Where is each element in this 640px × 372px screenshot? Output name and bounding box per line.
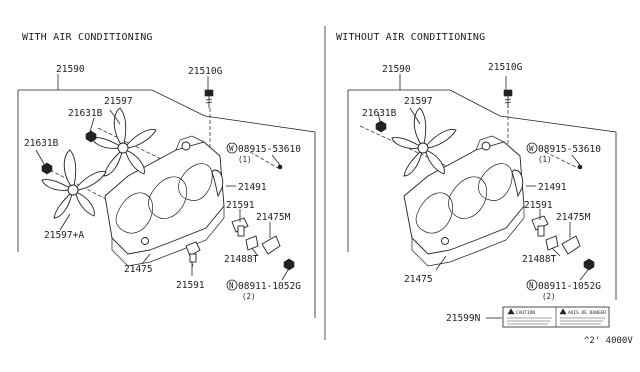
nut-21631b-upper <box>85 130 97 143</box>
label-08911-right: 08911-1052G <box>538 281 601 292</box>
label-21591-right: 21591 <box>524 200 553 211</box>
label-21475-right: 21475 <box>404 274 433 285</box>
label-21597-left: 21597 <box>104 96 133 107</box>
label-21491-right: 21491 <box>538 182 567 193</box>
label-21510g-left: 21510G <box>188 66 223 77</box>
nut-21631b-lower <box>41 162 53 175</box>
label-21631b-right: 21631B <box>362 108 397 119</box>
warning-triangle-icon-fr <box>559 308 567 315</box>
bracket-21491-right <box>511 169 524 198</box>
left-assembly <box>17 74 316 318</box>
label-21591-upper-left: 21591 <box>226 200 255 211</box>
label-08915-left: 08915-53610 <box>238 144 301 155</box>
centerline-fan-upper <box>97 127 201 179</box>
label-21597-right: 21597 <box>404 96 433 107</box>
w-prefix-badge-left <box>226 142 238 154</box>
label-21599n: 21599N <box>446 313 481 324</box>
clip-21591-lower-left <box>185 241 201 257</box>
label-21475m-right: 21475M <box>556 212 591 223</box>
diagram-code: ^2' 4000V <box>584 336 633 346</box>
label-21590-right: 21590 <box>382 64 411 75</box>
caution-word-right: AVIS DE DANGER <box>568 310 606 316</box>
label-21475-left: 21475 <box>124 264 153 275</box>
nut-08911-right <box>583 258 595 271</box>
n-prefix-left: N <box>229 281 234 290</box>
bolt-21510g-left <box>204 89 214 108</box>
left-section-title: WITH AIR CONDITIONING <box>22 32 153 43</box>
w-prefix-right: W <box>529 144 534 153</box>
label-08915-qty-left: (1) <box>238 155 252 164</box>
label-21491-left: 21491 <box>238 182 267 193</box>
right-frame-top <box>348 89 617 300</box>
washer-08915-right <box>577 164 583 170</box>
fan-shroud-left <box>104 141 225 255</box>
fan-upper-left <box>91 107 157 177</box>
nut-08911-left <box>283 258 295 271</box>
fan-shroud-right <box>403 141 525 255</box>
connector-21475m-left <box>261 235 281 255</box>
n-prefix-badge-left <box>226 279 238 291</box>
warning-triangle-icon <box>507 308 515 315</box>
caution-word-left: CAUTION <box>516 310 535 316</box>
label-08915-right: 08915-53610 <box>538 144 601 155</box>
label-21488t-right: 21488T <box>522 254 557 265</box>
label-21631b-lower-left: 21631B <box>24 138 59 149</box>
bolt-21510g-right <box>503 89 513 108</box>
label-08911-left: 08911-1052G <box>238 281 301 292</box>
fan-right <box>391 107 457 177</box>
caution-label-21599n: CAUTION AVIS DE DANGER <box>502 306 610 328</box>
label-08915-qty-right: (1) <box>538 155 552 164</box>
w-prefix-badge-right <box>526 142 538 154</box>
label-21475m-left: 21475M <box>256 212 291 223</box>
right-assembly <box>347 74 617 319</box>
right-section-title: WITHOUT AIR CONDITIONING <box>336 32 485 43</box>
n-prefix-badge-right <box>526 279 538 291</box>
w-prefix-left: W <box>229 144 234 153</box>
label-21590-left: 21590 <box>56 64 85 75</box>
label-21631b-upper-left: 21631B <box>68 108 103 119</box>
connector-21475m-right <box>561 235 581 255</box>
label-21591-lower-left: 21591 <box>176 280 205 291</box>
left-frame-top <box>18 89 316 318</box>
label-08911-qty-right: (2) <box>542 292 556 301</box>
bracket-21491-left <box>211 169 224 198</box>
washer-08915-left <box>277 164 283 170</box>
n-prefix-right: N <box>529 281 534 290</box>
label-21510g-right: 21510G <box>488 62 523 73</box>
label-21488t-left: 21488T <box>224 254 259 265</box>
label-08911-qty-left: (2) <box>242 292 256 301</box>
label-21597a-left: 21597+A <box>44 230 84 241</box>
fan-lower-left <box>41 149 107 219</box>
nut-21631b-right <box>375 120 387 133</box>
